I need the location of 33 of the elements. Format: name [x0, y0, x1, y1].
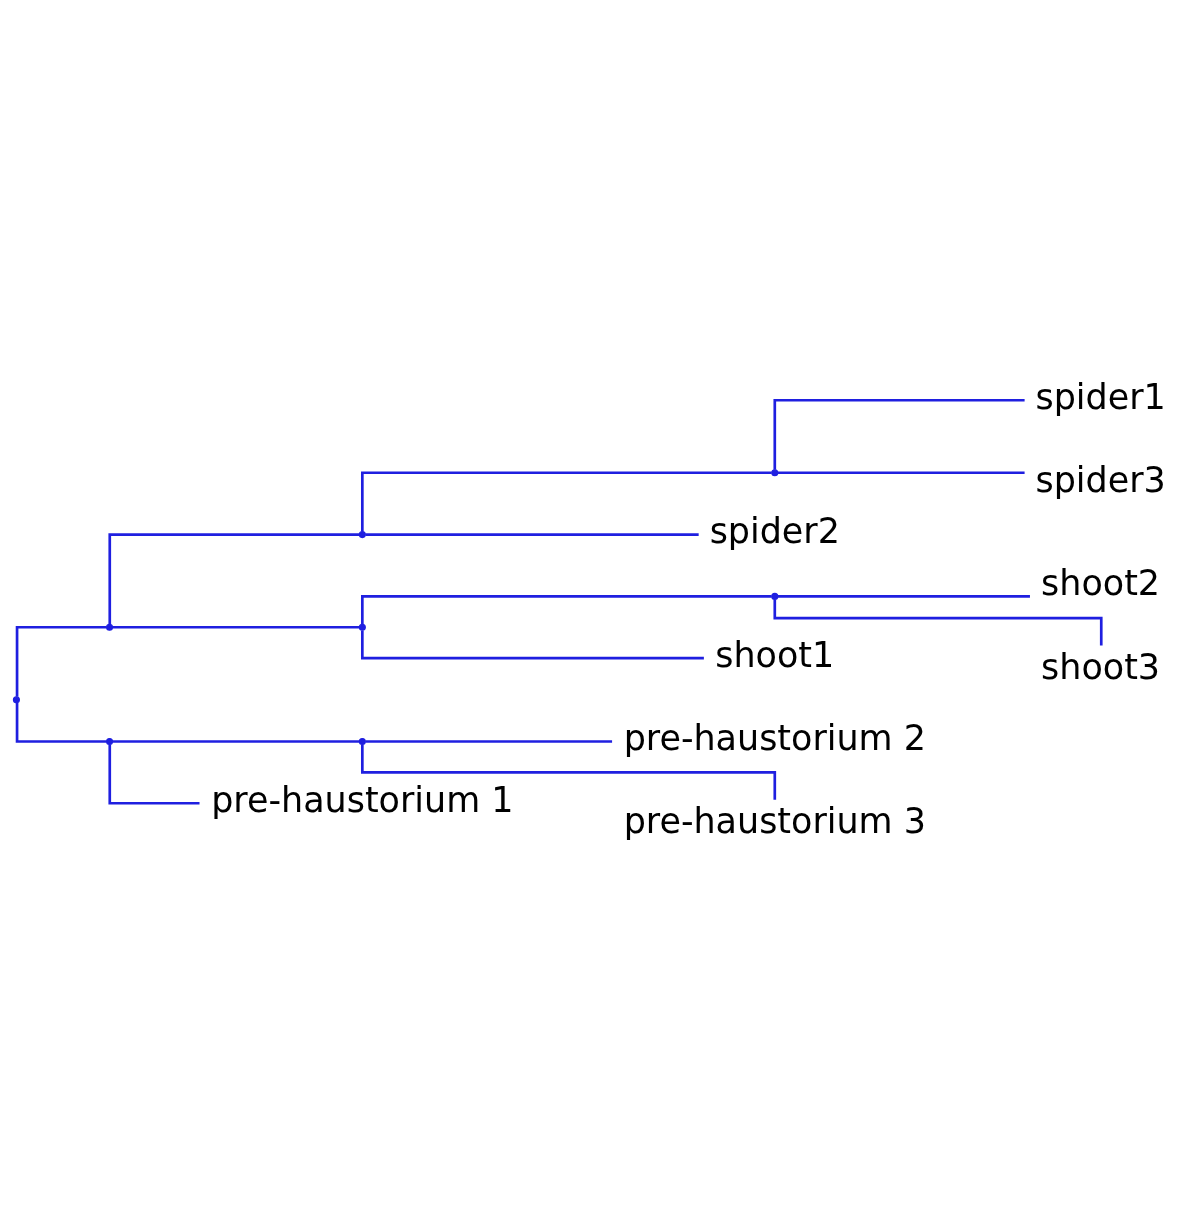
- connector: [773, 398, 1025, 470]
- node-point: [771, 592, 779, 600]
- connector: [773, 599, 1103, 645]
- node-text: shoot1: [715, 634, 835, 675]
- connector: [361, 744, 777, 800]
- node-text: pre-haustorium 3: [623, 800, 926, 841]
- connector: [112, 625, 360, 629]
- connector: [361, 630, 704, 660]
- connector: [361, 594, 772, 624]
- node-text: shoot2: [1041, 562, 1161, 603]
- connector: [108, 743, 200, 805]
- connector: [778, 470, 1025, 474]
- node-text: shoot3: [1041, 646, 1161, 687]
- connector: [365, 739, 613, 743]
- node-text: pre-haustorium 2: [623, 717, 926, 758]
- connector: [15, 625, 107, 697]
- node-point: [358, 530, 366, 538]
- connector: [15, 702, 107, 743]
- node-point: [12, 695, 20, 703]
- connector: [112, 739, 360, 743]
- node-text: spider2: [709, 510, 840, 551]
- node-point: [358, 623, 366, 631]
- node-text: spider1: [1035, 376, 1166, 417]
- node-point: [771, 468, 779, 476]
- connector: [365, 532, 699, 536]
- connector: [108, 532, 360, 624]
- connector: [778, 594, 1030, 598]
- connector: [361, 470, 772, 532]
- node-point: [105, 623, 114, 631]
- node-text: pre-haustorium 1: [211, 779, 514, 820]
- node-point: [358, 737, 366, 745]
- node-text: spider3: [1035, 459, 1166, 500]
- node-point: [105, 737, 114, 745]
